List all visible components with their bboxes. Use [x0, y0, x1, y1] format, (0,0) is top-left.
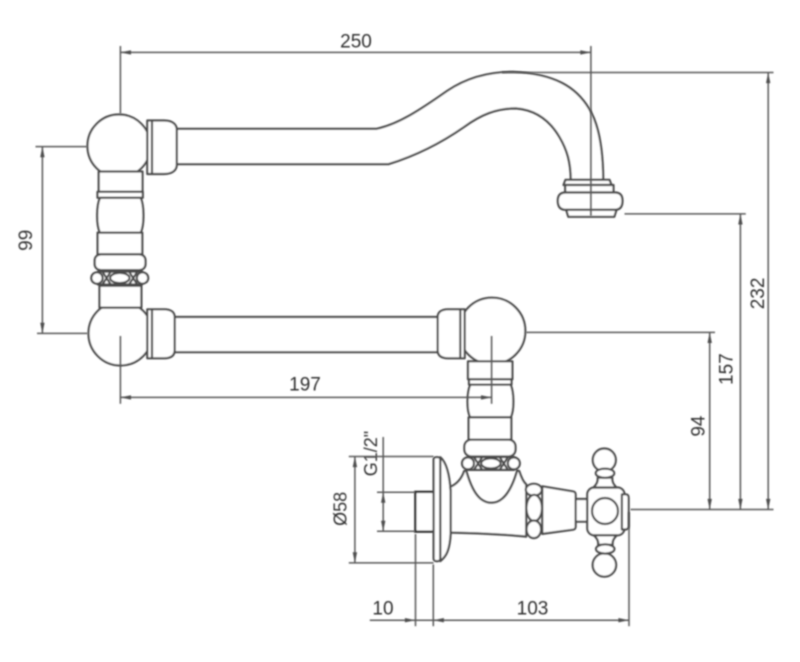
- svg-text:99: 99: [16, 230, 37, 251]
- svg-text:Ø58: Ø58: [331, 492, 351, 526]
- svg-text:157: 157: [717, 353, 738, 385]
- svg-text:197: 197: [289, 375, 321, 396]
- svg-text:94: 94: [689, 415, 710, 437]
- svg-text:103: 103: [517, 599, 549, 620]
- svg-text:G1/2": G1/2": [361, 431, 381, 476]
- svg-text:250: 250: [340, 32, 372, 53]
- svg-text:10: 10: [372, 599, 393, 620]
- svg-text:232: 232: [748, 278, 769, 310]
